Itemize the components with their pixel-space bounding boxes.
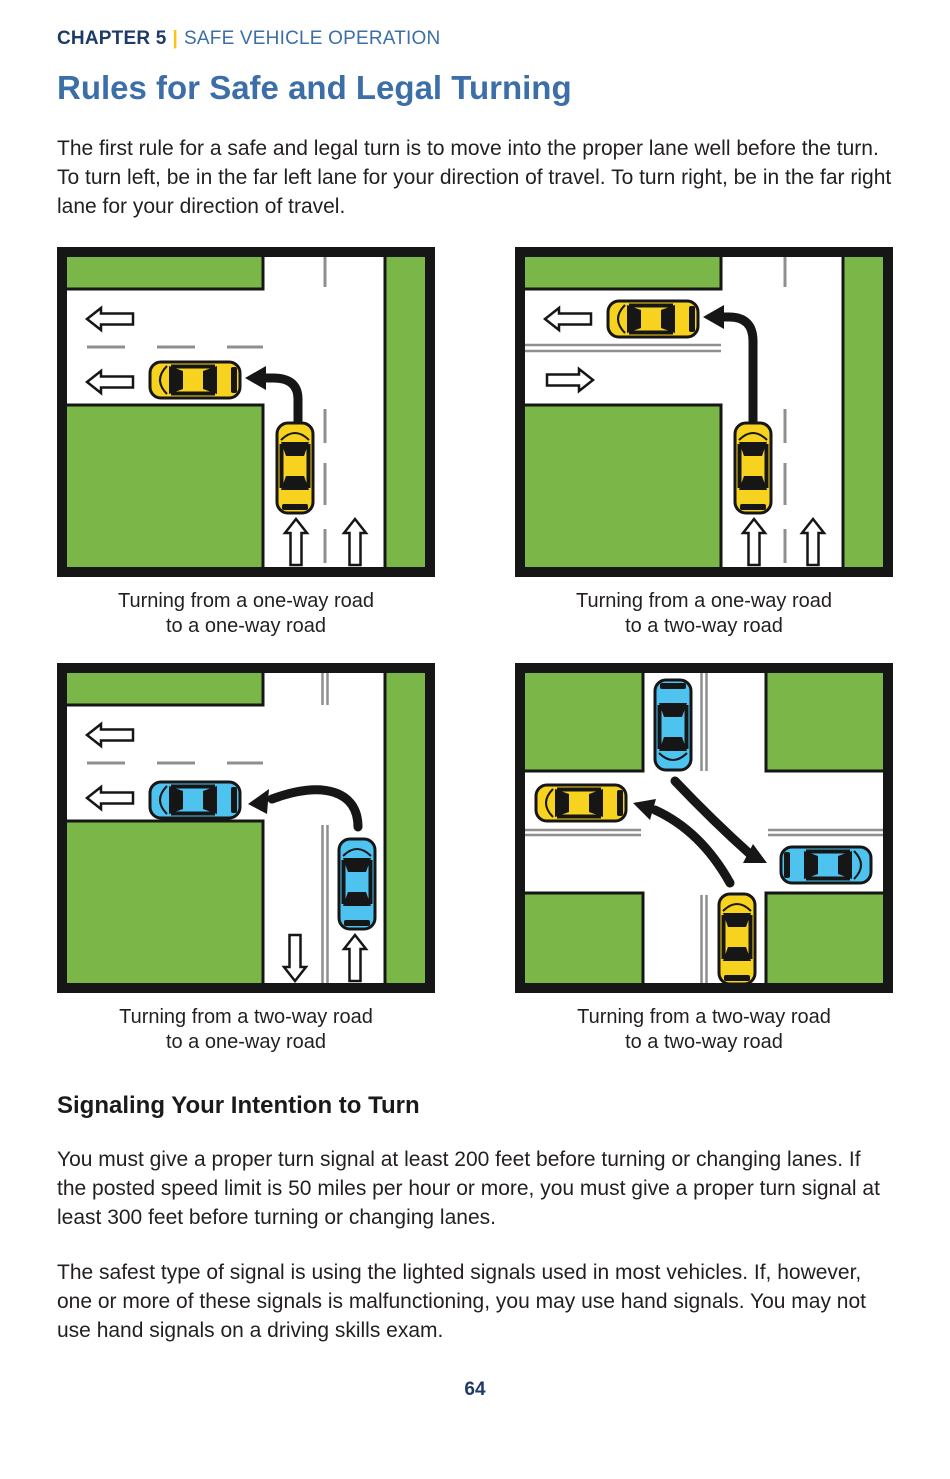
diagram-two-way-to-two-way: Turning from a two-way road to a two-way… xyxy=(515,663,893,1055)
page-number: 64 xyxy=(464,1379,486,1400)
diagram-border xyxy=(515,663,893,993)
section-heading: Signaling Your Intention to Turn xyxy=(57,1092,420,1119)
caption-line: Turning from a one-way road xyxy=(575,590,833,612)
diagram-caption: Turning from a two-way road to a one-way… xyxy=(57,1005,435,1055)
lane-arrow-up-icon xyxy=(342,933,368,983)
signaling-paragraph-1: You must give a proper turn signal at le… xyxy=(57,1148,880,1229)
lane-arrow-right-icon xyxy=(545,367,595,393)
caption-line: to a one-way road xyxy=(165,615,327,637)
lane-arrow-up-icon xyxy=(741,517,767,567)
caption-line: Turning from a two-way road xyxy=(119,1006,373,1028)
grass-block xyxy=(521,891,645,987)
blue-car-icon xyxy=(779,845,873,885)
grass-block xyxy=(521,253,723,291)
lane-arrow-left-icon xyxy=(85,785,135,811)
grass-block xyxy=(383,669,431,987)
turn-arrow-icon xyxy=(670,776,767,863)
grass-block xyxy=(63,669,265,707)
chapter-label: CHAPTER 5 xyxy=(57,28,167,49)
diagram-border xyxy=(57,247,435,577)
blue-car-icon xyxy=(653,678,693,772)
diagram-border xyxy=(515,247,893,577)
grass-block xyxy=(764,891,887,987)
caption-line: to a one-way road xyxy=(165,1031,327,1053)
grass-block xyxy=(764,669,887,773)
lane-arrow-left-icon xyxy=(85,369,135,395)
grass-block xyxy=(521,669,645,773)
grass-block xyxy=(521,403,723,571)
yellow-car-icon xyxy=(606,299,700,339)
grass-block xyxy=(383,253,431,571)
blue-car-icon xyxy=(337,837,377,931)
caption-line: Turning from a two-way road xyxy=(577,1006,831,1028)
lane-markings xyxy=(525,673,883,983)
intro-paragraph: The first rule for a safe and legal turn… xyxy=(57,137,892,218)
grass-block xyxy=(63,253,265,291)
chapter-header: CHAPTER 5|SAFE VEHICLE OPERATION xyxy=(57,28,893,50)
diagram-one-way-to-one-way: Turning from a one-way road to a one-way… xyxy=(57,247,435,639)
lane-markings xyxy=(523,257,787,563)
intersection-diagram xyxy=(515,247,893,577)
yellow-car-icon xyxy=(733,421,773,515)
grass-block xyxy=(841,253,889,571)
caption-line: to a two-way road xyxy=(625,1031,783,1053)
diagram-caption: Turning from a one-way road to a one-way… xyxy=(57,589,435,639)
diagram-border xyxy=(57,663,435,993)
yellow-car-icon xyxy=(275,421,315,515)
diagram-grid: Turning from a one-way road to a one-way… xyxy=(57,247,893,1055)
diagram-caption: Turning from a two-way road to a two-way… xyxy=(515,1005,893,1055)
diagram-one-way-to-two-way: Turning from a one-way road to a two-way… xyxy=(515,247,893,639)
lane-markings xyxy=(87,673,329,983)
header-divider: | xyxy=(172,28,179,49)
lane-arrow-up-icon xyxy=(283,517,309,567)
yellow-car-icon xyxy=(717,892,757,986)
lane-arrow-up-icon xyxy=(342,517,368,567)
intersection-diagram xyxy=(57,663,435,993)
turn-arrow-icon xyxy=(633,799,735,888)
lane-arrow-up-icon xyxy=(800,517,826,567)
caption-line: to a two-way road xyxy=(625,615,783,637)
diagram-two-way-to-one-way: Turning from a two-way road to a one-way… xyxy=(57,663,435,1055)
turn-arrow-icon xyxy=(248,785,363,832)
diagram-caption: Turning from a one-way road to a two-way… xyxy=(515,589,893,639)
signaling-paragraph-2: The safest type of signal is using the l… xyxy=(57,1261,866,1342)
turn-arrow-icon xyxy=(245,366,303,428)
intersection-diagram xyxy=(57,247,435,577)
grass-block xyxy=(63,403,265,571)
lane-markings xyxy=(87,257,327,563)
lane-arrow-left-icon xyxy=(85,306,135,332)
yellow-car-icon xyxy=(534,783,628,823)
lane-arrow-down-icon xyxy=(282,933,308,983)
lane-arrow-left-icon xyxy=(85,722,135,748)
chapter-section-label: SAFE VEHICLE OPERATION xyxy=(184,28,441,49)
grass-block xyxy=(63,819,265,987)
intersection-diagram xyxy=(515,663,893,993)
blue-car-icon xyxy=(148,780,242,820)
caption-line: Turning from a one-way road xyxy=(117,590,375,612)
page-title: Rules for Safe and Legal Turning xyxy=(57,69,572,106)
turn-arrow-icon xyxy=(703,305,758,426)
lane-arrow-left-icon xyxy=(543,306,593,332)
yellow-car-icon xyxy=(148,360,242,400)
